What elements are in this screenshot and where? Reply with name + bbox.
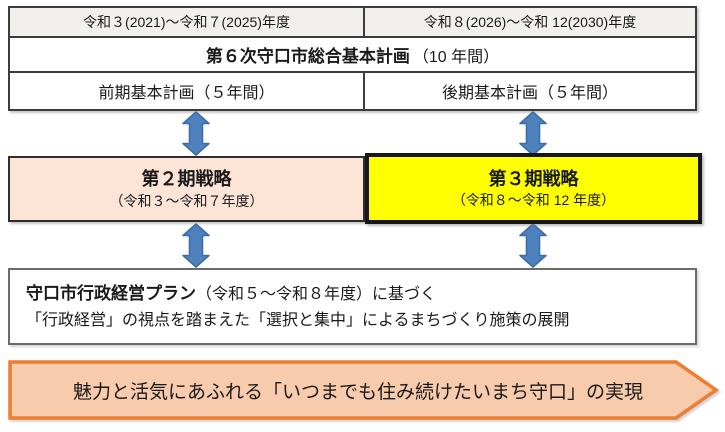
period-cell-r8-r12: 令和８(2026)～令和 12(2030)年度 — [365, 8, 695, 36]
strategy3-period: （令和８～令和 12 年度） — [451, 192, 616, 208]
up-down-arrow-icon — [182, 223, 210, 268]
up-down-arrow-icon — [519, 111, 547, 156]
early-basic-plan-cell: 前期基本計画（５年間） — [10, 73, 365, 109]
strategy3-box: 第３期戦略 （令和８～令和 12 年度） — [365, 153, 702, 224]
early-basic-plan-label: 前期基本計画（５年間） — [98, 85, 275, 102]
basic-plan-row: 前期基本計画（５年間） 後期基本計画（５年間） — [10, 73, 695, 109]
goal-banner: 魅力と活気にあふれる「いつまでも住み続けたいまち守口」の実現 — [8, 360, 720, 420]
up-down-arrow-icon — [182, 111, 210, 156]
period-label-right: 令和８(2026)～令和 12(2030)年度 — [423, 14, 637, 30]
goal-arrow-shape — [8, 360, 720, 420]
fiscal-period-table: 令和３(2021)～令和７(2025)年度 令和８(2026)～令和 12(20… — [8, 6, 697, 111]
strategy2-box: 第２期戦略 （令和３～令和７年度） — [8, 156, 365, 222]
admin-plan-line2: 「行政経営」の視点を踏まえた「選択と集中」によるまちづくり施策の展開 — [26, 311, 570, 329]
comprehensive-plan-row: 第６次守口市総合基本計画 （10 年間） — [10, 36, 695, 73]
up-down-arrow-icon — [519, 223, 547, 268]
strategy3-title: 第３期戦略 — [488, 168, 579, 189]
period-label-left: 令和３(2021)～令和７(2025)年度 — [83, 14, 290, 30]
fiscal-period-row: 令和３(2021)～令和７(2025)年度 令和８(2026)～令和 12(20… — [10, 8, 695, 36]
late-basic-plan-label: 後期基本計画（５年間） — [441, 85, 618, 102]
comprehensive-plan-duration: （10 年間） — [412, 48, 500, 66]
admin-plan-box: 守口市行政経営プラン（令和５～令和８年度）に基づく 「行政経営」の視点を踏まえた… — [8, 268, 697, 345]
admin-plan-name: 守口市行政経営プラン — [26, 283, 196, 303]
admin-plan-line1: 守口市行政経営プラン（令和５～令和８年度）に基づく — [26, 280, 685, 308]
strategy2-period: （令和３～令和７年度） — [109, 192, 264, 209]
late-basic-plan-cell: 後期基本計画（５年間） — [365, 73, 695, 109]
comprehensive-plan-title: 第６次守口市総合基本計画 — [205, 47, 410, 66]
strategy2-title: 第２期戦略 — [141, 169, 232, 189]
goal-text: 魅力と活気にあふれる「いつまでも住み続けたいまち守口」の実現 — [72, 381, 643, 403]
period-cell-r3-r7: 令和３(2021)～令和７(2025)年度 — [10, 8, 365, 36]
admin-plan-line1-rest: （令和５～令和８年度）に基づく — [196, 285, 437, 303]
